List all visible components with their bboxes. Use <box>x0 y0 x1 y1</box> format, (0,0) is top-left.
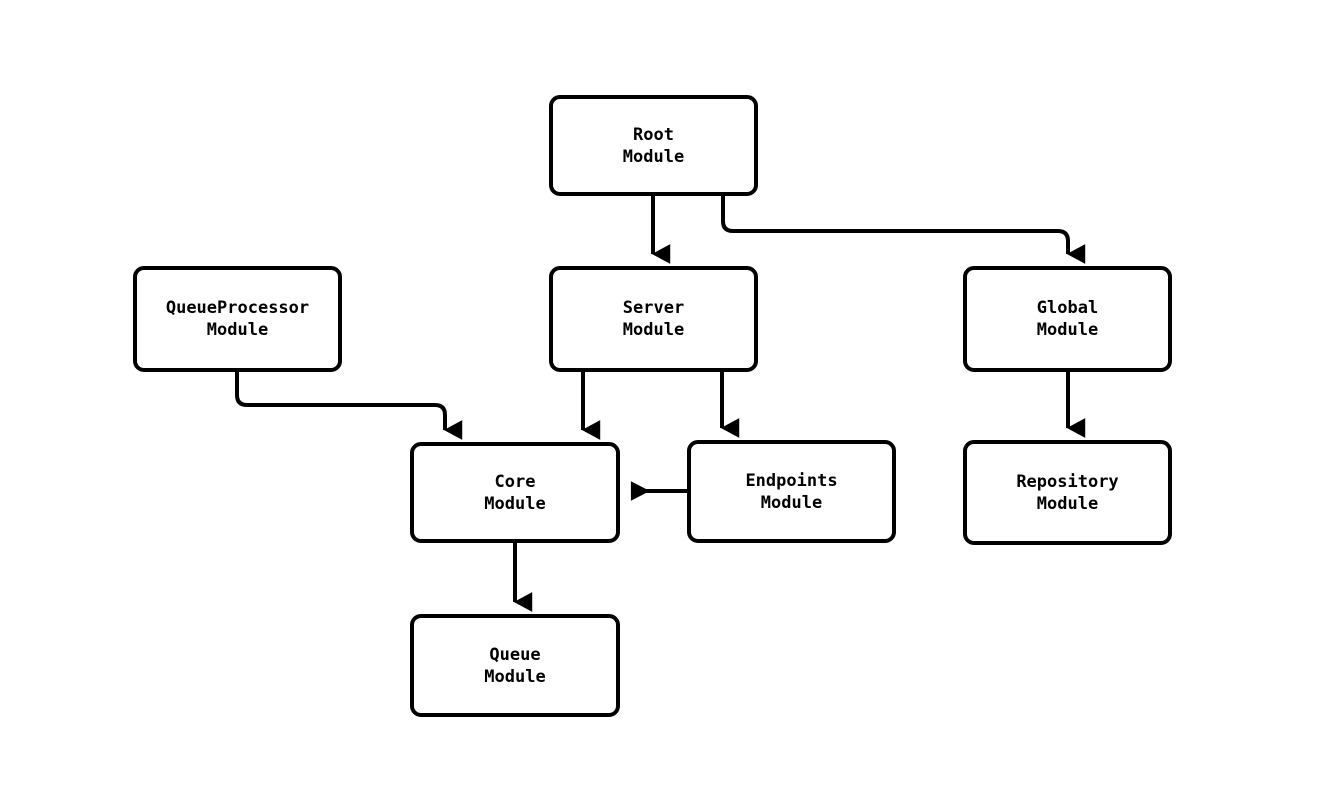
node-queueprocessor[interactable]: QueueProcessor Module <box>133 266 342 372</box>
node-label-core: Core Module <box>484 471 546 514</box>
node-repository[interactable]: Repository Module <box>963 440 1172 545</box>
node-core[interactable]: Core Module <box>410 442 620 543</box>
node-queue[interactable]: Queue Module <box>410 614 620 717</box>
node-label-repository: Repository Module <box>1016 471 1119 514</box>
node-label-server: Server Module <box>622 298 685 340</box>
node-label-global: Global Module <box>1036 298 1099 340</box>
node-global[interactable]: Global Module <box>963 266 1172 372</box>
edges-group <box>235 196 1086 612</box>
node-endpoints[interactable]: Endpoints Module <box>687 440 896 543</box>
node-label-queue: Queue Module <box>484 644 546 687</box>
node-label-root: Root Module <box>622 124 685 167</box>
node-label-endpoints: Endpoints Module <box>745 470 838 513</box>
edge-queueprocessor-to-core <box>235 372 463 440</box>
node-root[interactable]: Root Module <box>549 95 758 196</box>
node-server[interactable]: Server Module <box>549 266 758 372</box>
edge-root-to-global <box>721 196 1086 264</box>
node-label-queueprocessor: QueueProcessor Module <box>165 298 310 340</box>
